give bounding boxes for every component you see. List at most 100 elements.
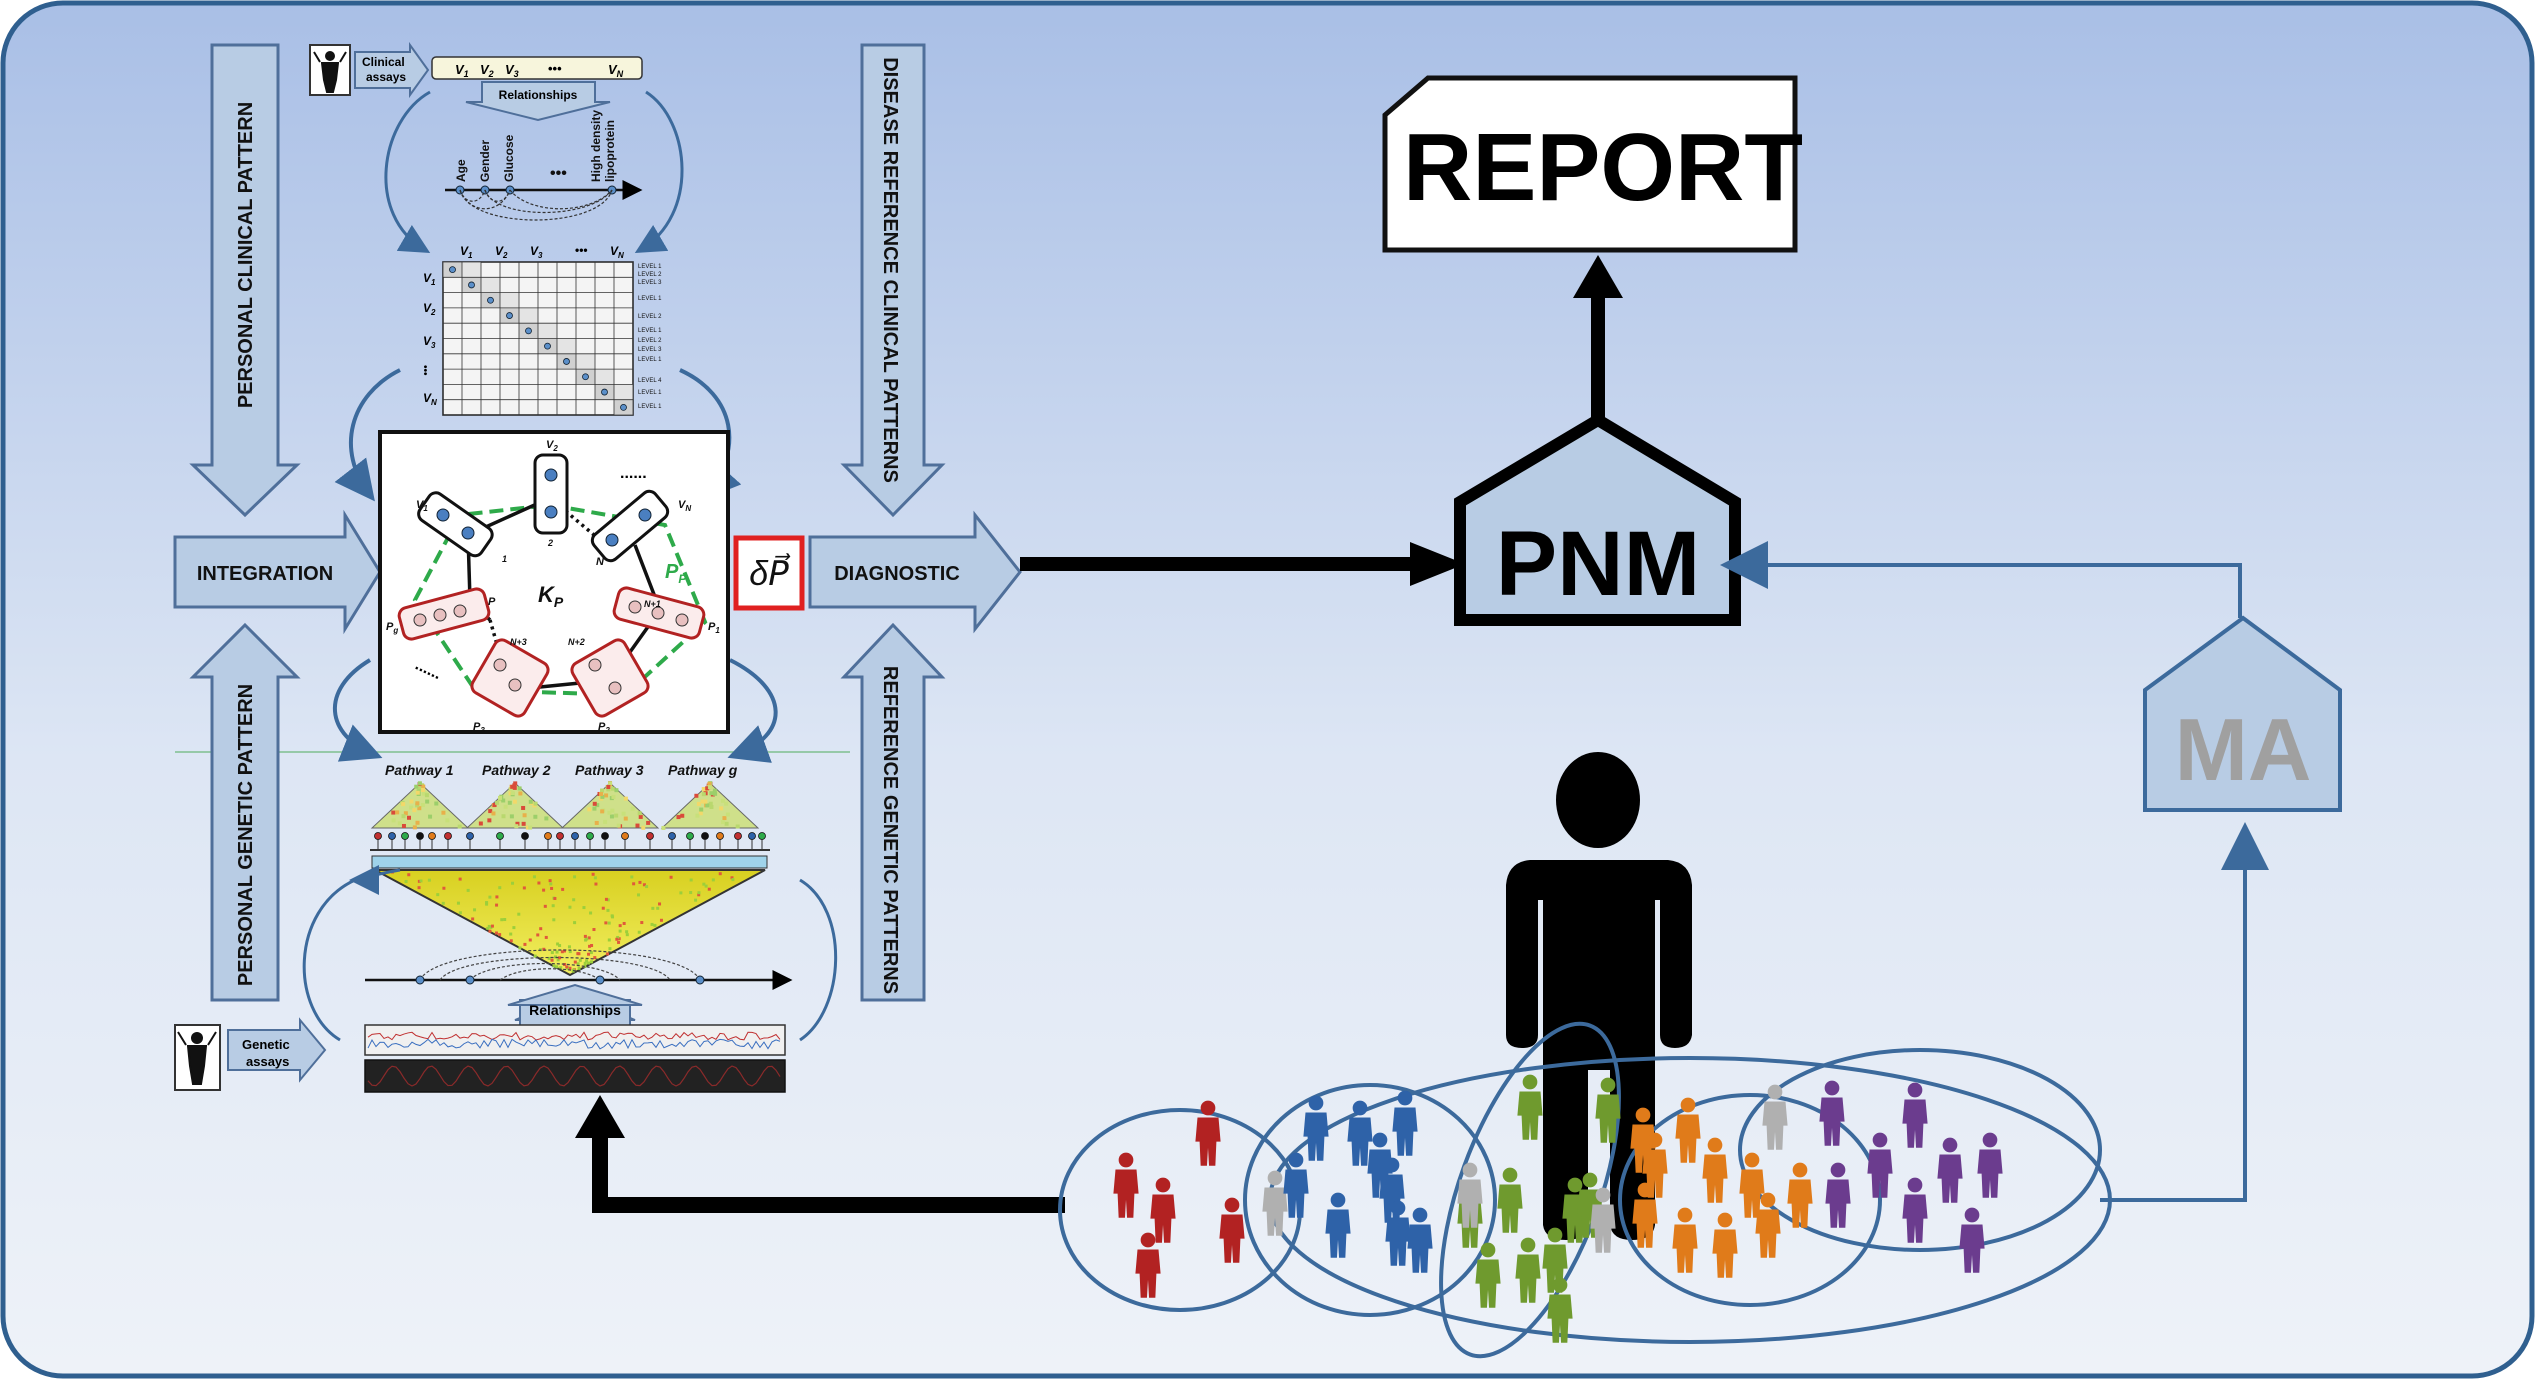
- clinical-assays-arrow: [354, 41, 430, 99]
- svg-text:lipoprotein: lipoprotein: [603, 120, 617, 182]
- svg-text:2: 2: [547, 538, 553, 548]
- population-person: [1392, 1090, 1418, 1156]
- svg-text:V3: V3: [505, 62, 519, 79]
- dna-strip: [364, 1059, 786, 1093]
- svg-text:VN: VN: [608, 62, 624, 79]
- svg-text:•••: •••: [419, 365, 430, 376]
- svg-text:V1: V1: [416, 499, 428, 513]
- clinical-assays-label-1: Clinical: [362, 55, 405, 69]
- population-person: [1937, 1137, 1963, 1203]
- svg-text:V2: V2: [480, 62, 494, 79]
- population-person: [1819, 1080, 1845, 1146]
- svg-text:1: 1: [502, 554, 507, 564]
- svg-text:LEVEL 1: LEVEL 1: [638, 404, 662, 410]
- population-person: [1590, 1187, 1616, 1253]
- node-p3: [470, 638, 550, 718]
- arrow-personal-clinical: PERSONAL CLINICAL PATTERN: [189, 43, 301, 518]
- clinical-section: Clinical assays V1 V2 V3 ••• VN Relation…: [309, 41, 778, 763]
- population-person: [1367, 1132, 1393, 1198]
- svg-text:Age: Age: [454, 159, 468, 182]
- svg-text:Pg: Pg: [386, 621, 398, 635]
- network-dots-top: ......: [620, 465, 647, 482]
- population-person: [1902, 1082, 1928, 1148]
- svg-text:P3: P3: [473, 721, 485, 735]
- svg-text:LEVEL 2: LEVEL 2: [638, 338, 662, 344]
- pathway-2-label: Pathway 2: [482, 762, 551, 778]
- population-person: [1135, 1232, 1161, 1298]
- svg-text:N+2: N+2: [568, 637, 585, 647]
- arrow-disease-reference: DISEASE REFERENCE CLINICAL PATTERNS: [840, 43, 946, 518]
- svg-text:V2: V2: [495, 244, 508, 260]
- node-v1: [417, 491, 494, 558]
- label-disease-reference: DISEASE REFERENCE CLINICAL PATTERNS: [879, 57, 901, 483]
- delta-p-label: δP⃗: [749, 553, 791, 593]
- svg-text:P2: P2: [598, 721, 610, 735]
- svg-text:VN: VN: [610, 244, 624, 260]
- label-integration: INTEGRATION: [197, 563, 333, 585]
- network-box: V2 V1 VN Pg P1 P3 P2 P N N+1 N+2 N+3 1 2…: [378, 430, 730, 735]
- svg-text:VN: VN: [423, 391, 437, 407]
- network-pp-label: PP: [665, 561, 687, 586]
- ld-triangle: [374, 869, 766, 977]
- svg-text:LEVEL 2: LEVEL 2: [638, 314, 662, 320]
- population-person: [1385, 1200, 1411, 1266]
- ma-box: MA: [2143, 615, 2342, 812]
- node-pg: [397, 587, 491, 641]
- label-diagnostic: DIAGNOSTIC: [834, 563, 960, 585]
- svg-text:LEVEL 3: LEVEL 3: [638, 347, 662, 353]
- label-personal-genetic: PERSONAL GENETIC PATTERN: [235, 684, 257, 986]
- report-box: REPORT: [1382, 75, 1803, 253]
- population-person: [1787, 1162, 1813, 1228]
- population-person: [1407, 1207, 1433, 1273]
- population-person: [1219, 1197, 1245, 1263]
- genetic-assays-label-2: assays: [246, 1054, 289, 1069]
- ma-label: MA: [2175, 700, 2312, 799]
- arrow-diagnostic: DIAGNOSTIC: [808, 510, 1022, 634]
- svg-text:LEVEL 1: LEVEL 1: [638, 390, 662, 396]
- population-person: [1113, 1152, 1139, 1218]
- svg-text:P: P: [488, 596, 496, 608]
- population-person: [1867, 1132, 1893, 1198]
- svg-text:V2: V2: [546, 439, 558, 453]
- population-person: [1497, 1167, 1523, 1233]
- population-person: [1262, 1170, 1288, 1236]
- population-person: [1595, 1077, 1621, 1143]
- population-person: [1517, 1074, 1543, 1140]
- svg-text:N+3: N+3: [510, 637, 527, 647]
- clinical-relationships-arrow: [465, 81, 611, 122]
- clinical-variable-bar: [431, 56, 643, 80]
- population-person: [1959, 1207, 1985, 1273]
- svg-text:•••: •••: [548, 61, 562, 76]
- population-person: [1515, 1237, 1541, 1303]
- genetic-assays-arrow: [227, 1017, 327, 1083]
- population-person: [1739, 1152, 1765, 1218]
- svg-text:V1: V1: [455, 62, 469, 79]
- svg-text:Glucose: Glucose: [502, 134, 516, 182]
- population-person: [1150, 1177, 1176, 1243]
- population-person: [1702, 1137, 1728, 1203]
- population-person: [1902, 1177, 1928, 1243]
- node-p1: [612, 586, 706, 640]
- population-person: [1672, 1207, 1698, 1273]
- svg-text:V1: V1: [423, 271, 436, 287]
- pathway-g-label: Pathway g: [668, 762, 738, 778]
- population-person: [1977, 1132, 2003, 1198]
- population-person: [1475, 1242, 1501, 1308]
- population-person: [1325, 1192, 1351, 1258]
- population-person: [1347, 1100, 1373, 1166]
- svg-text:LEVEL 2: LEVEL 2: [638, 272, 662, 278]
- population-person: [1755, 1192, 1781, 1258]
- node-vn: [590, 489, 670, 563]
- genetic-signal-strip: [364, 1024, 786, 1056]
- svg-text:LEVEL 1: LEVEL 1: [638, 357, 662, 363]
- clinical-relationships-label: Relationships: [499, 88, 578, 102]
- population-to-genetic-arrow: [592, 1130, 1065, 1213]
- svg-text:Gender: Gender: [478, 140, 492, 182]
- svg-text:VN: VN: [678, 499, 691, 513]
- node-p2: [570, 638, 650, 718]
- svg-text:V3: V3: [423, 334, 436, 350]
- report-label: REPORT: [1403, 114, 1803, 221]
- population-person: [1642, 1132, 1668, 1198]
- label-personal-clinical: PERSONAL CLINICAL PATTERN: [235, 102, 257, 408]
